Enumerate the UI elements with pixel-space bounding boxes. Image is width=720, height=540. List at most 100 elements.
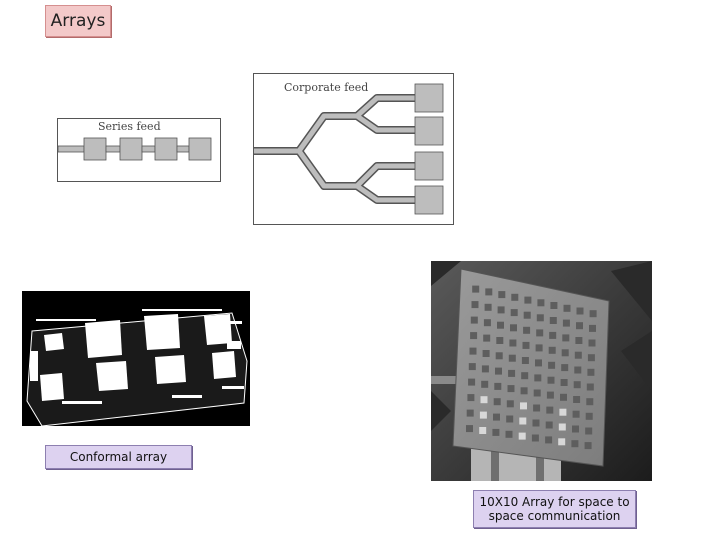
array-patch [479, 411, 487, 419]
array-patch [546, 391, 554, 399]
array-patch [483, 319, 491, 327]
array-patch [498, 291, 506, 299]
array-patch [508, 354, 516, 362]
array-patch [589, 310, 597, 318]
array-patch [521, 372, 529, 380]
array-10x10-caption-line2: space communication [488, 509, 621, 523]
array-patch [534, 374, 542, 382]
array-patch [585, 412, 593, 420]
array-patch [533, 389, 541, 397]
array-patch [520, 402, 527, 410]
array-patch [589, 324, 596, 332]
array-patch [469, 347, 477, 355]
array-patch [495, 352, 503, 360]
array-patch [484, 303, 492, 311]
array-patch [509, 339, 517, 347]
array-patch [505, 430, 513, 438]
array-patch [584, 442, 592, 450]
array-patch [485, 288, 493, 296]
array-patch [536, 314, 544, 322]
conformal-array-photo [22, 291, 250, 426]
array-patch [523, 311, 531, 319]
array-patch [519, 417, 527, 425]
array-patch [561, 349, 569, 357]
array-patch [559, 408, 567, 416]
array-patch [574, 351, 582, 359]
array-patch [482, 350, 490, 357]
array-patch [550, 302, 558, 309]
array-patch [492, 428, 500, 436]
array-patch [547, 376, 555, 384]
array-patch [537, 299, 545, 307]
conformal-array-caption-text: Conformal array [69, 450, 168, 464]
array-patch [576, 307, 584, 315]
corporate-feed-drawing [254, 83, 444, 215]
array-patch [495, 367, 502, 375]
array-patch [532, 419, 540, 427]
array-patch [571, 440, 579, 448]
array-patch [546, 406, 554, 414]
array-patch [510, 324, 517, 332]
array-patch [535, 359, 542, 367]
array-patch [573, 381, 581, 389]
array-patch [470, 316, 478, 324]
array-patch [470, 332, 478, 340]
array-patch [511, 293, 519, 301]
array-patch [586, 383, 594, 391]
array-patch [572, 410, 580, 418]
array-patch [576, 322, 583, 330]
array-patch [548, 346, 556, 354]
array-patch [533, 404, 541, 412]
array-patch [506, 415, 514, 423]
array-patch [560, 393, 567, 401]
array-patch [467, 394, 475, 402]
array-patch [562, 334, 570, 342]
array-patch [481, 380, 489, 388]
corporate-feed-label: Corporate feed [284, 81, 369, 94]
array-patch [480, 396, 488, 404]
array-patch [548, 361, 556, 369]
array-patch [522, 341, 530, 349]
array-patch [586, 398, 594, 406]
array-patch [466, 425, 473, 433]
array-patch [471, 301, 479, 309]
array-patch [496, 337, 504, 344]
array-patch [574, 366, 582, 374]
array-patch [510, 309, 518, 317]
array-10x10-caption: 10X10 Array for space to space communica… [473, 490, 636, 528]
array-patch [588, 339, 596, 347]
array-patch [558, 423, 566, 431]
array-patch [521, 357, 529, 364]
array-patch [563, 304, 571, 312]
array-patch [587, 354, 595, 362]
array-patch [585, 427, 593, 435]
array-patch [545, 436, 553, 444]
series-feed-drawing [58, 137, 212, 161]
array-patch [483, 334, 491, 342]
series-feed-diagram: Series feed [57, 118, 221, 182]
array-patch [561, 364, 569, 372]
slide-title-text: Arrays [50, 11, 106, 31]
array-patch [493, 398, 501, 406]
array-patch [587, 368, 595, 376]
conformal-array-caption: Conformal array [45, 445, 192, 469]
array-patch [531, 434, 539, 442]
array-patch [494, 382, 502, 390]
array-patch [562, 319, 570, 327]
series-feed-label: Series feed [98, 120, 161, 133]
array-patch [560, 379, 568, 386]
array-patch [549, 331, 557, 339]
array-10x10-photo [431, 261, 652, 481]
array-patch [573, 396, 581, 403]
array-patch [518, 432, 526, 440]
array-patch [508, 369, 516, 377]
slide-title: Arrays [45, 5, 111, 37]
array-patch [481, 365, 489, 373]
array-patch [545, 421, 553, 429]
corporate-feed-diagram: Corporate feed [253, 73, 454, 225]
array-patch [520, 387, 528, 395]
array-patch [575, 337, 583, 344]
array-patch [536, 329, 544, 337]
array-patch [523, 326, 531, 334]
array-patch [497, 321, 504, 329]
